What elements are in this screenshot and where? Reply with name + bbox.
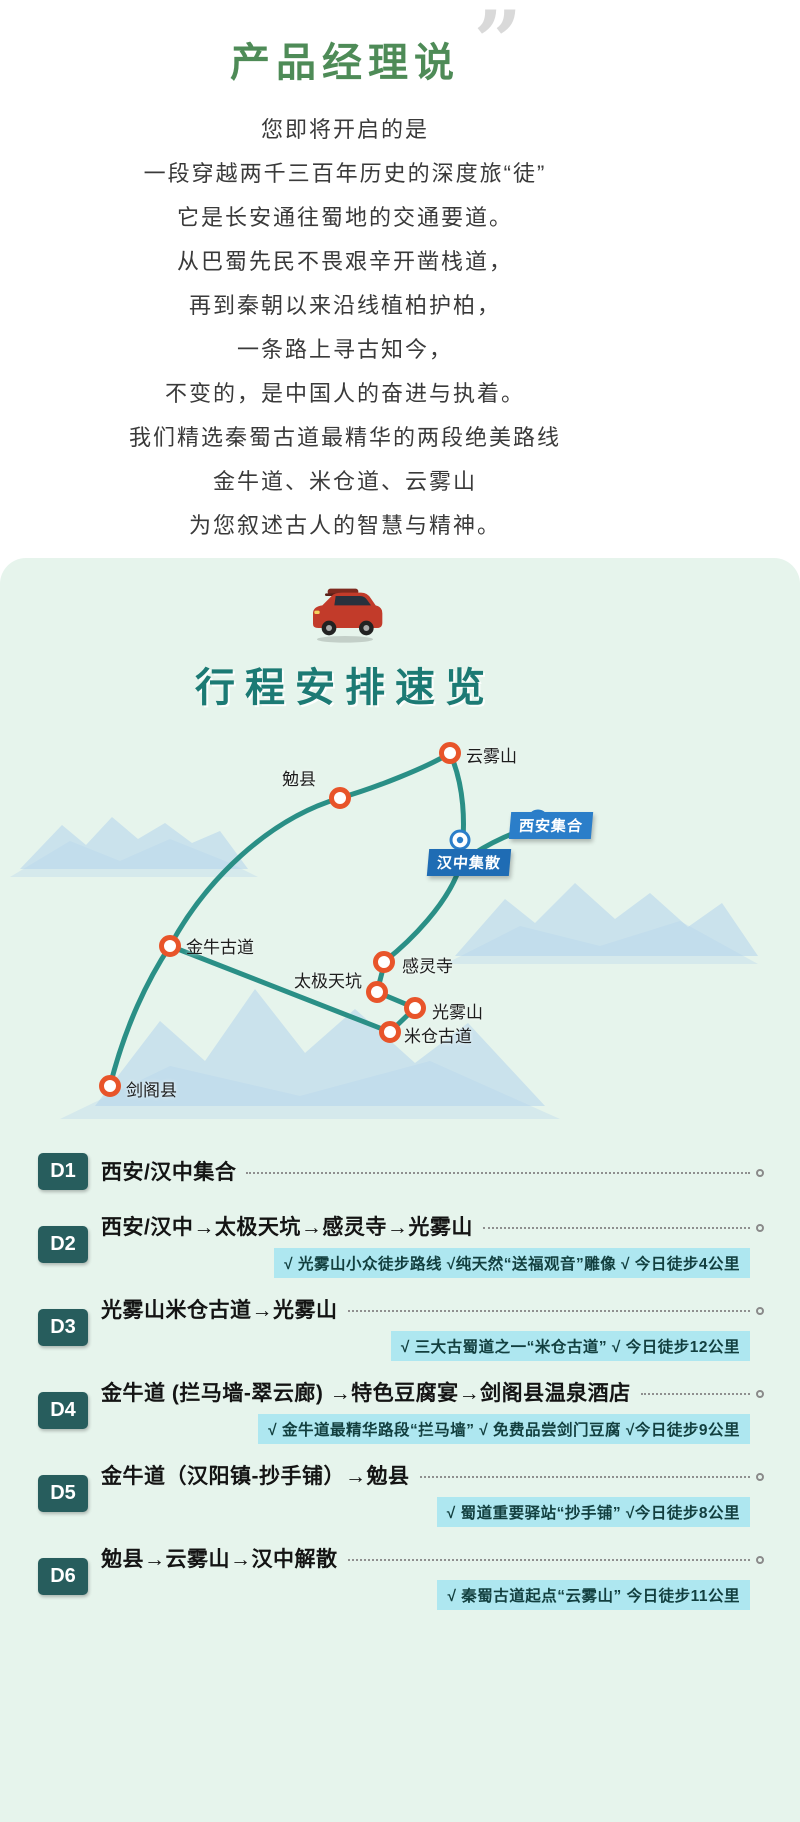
itinerary-day-row: D3 光雾山米仓古道→光雾山 √ 三大古蜀道之一“米仓古道” √ 今日徒步12公… <box>38 1294 764 1361</box>
marker-mianxian <box>329 787 351 809</box>
day-highlight: √ 秦蜀古道起点“云雾山” 今日徒步11公里 <box>437 1580 750 1610</box>
day-title: 勉县→云雾山→汉中解散 <box>101 1548 338 1571</box>
mountains <box>10 817 758 1119</box>
map-label-jinniu: 金牛古道 <box>186 938 254 957</box>
day-main: 勉县→云雾山→汉中解散 √ 秦蜀古道起点“云雾山” 今日徒步11公里 <box>101 1543 764 1610</box>
day-title: 光雾山米仓古道→光雾山 <box>101 1299 338 1322</box>
day-main: 金牛道 (拦马墙-翠云廊) →特色豆腐宴→剑阁县温泉酒店 √ 金牛道最精华路段“… <box>101 1377 764 1444</box>
intro-line: 一条路上寻古知今， <box>236 337 453 362</box>
day-highlight-row: √ 三大古蜀道之一“米仓古道” √ 今日徒步12公里 <box>101 1331 764 1361</box>
marker-jiange <box>99 1075 121 1097</box>
day-title: 金牛道 (拦马墙-翠云廊) →特色豆腐宴→剑阁县温泉酒店 <box>101 1382 631 1405</box>
leader-end-dot <box>756 1473 764 1481</box>
day-title-row: 西安/汉中→太极天坑→感灵寺→光雾山 <box>101 1211 764 1241</box>
intro-line: 从巴蜀先民不畏艰辛开凿栈道， <box>176 249 513 274</box>
day-badge: D2 <box>38 1226 88 1263</box>
itinerary-day-row: D4 金牛道 (拦马墙-翠云廊) →特色豆腐宴→剑阁县温泉酒店 √ 金牛道最精华… <box>38 1377 764 1444</box>
intro-lines: 您即将开启的是一段穿越两千三百年历史的深度旅“徒” 它是长安通往蜀地的交通要道。从… <box>0 108 690 548</box>
leader-end-dot <box>756 1390 764 1398</box>
day-title: 西安/汉中→太极天坑→感灵寺→光雾山 <box>101 1216 473 1239</box>
itinerary-day-row: D1 西安/汉中集合 <box>38 1147 764 1195</box>
intro-line: 我们精选秦蜀古道最精华的两段绝美路线 <box>128 425 561 450</box>
intro-line: 金牛道、米仓道、云雾山 <box>212 469 477 494</box>
leader-end-dot <box>756 1556 764 1564</box>
day-title: 金牛道（汉阳镇-抄手铺）→勉县 <box>101 1465 410 1488</box>
car-icon <box>313 588 383 643</box>
itinerary-overview-title: 行程安排速览 <box>195 666 495 710</box>
day-title-row: 金牛道 (拦马墙-翠云廊) →特色豆腐宴→剑阁县温泉酒店 <box>101 1377 764 1407</box>
day-highlight: √ 三大古蜀道之一“米仓古道” √ 今日徒步12公里 <box>390 1331 750 1361</box>
route-map: 云雾山 勉县 金牛古道 感灵寺 太极天坑 光雾山 米仓古道 剑阁县 西安集合 汉… <box>0 721 760 1133</box>
day-title-row: 光雾山米仓古道→光雾山 <box>101 1294 764 1324</box>
day-title-row: 金牛道（汉阳镇-抄手铺）→勉县 <box>101 1460 764 1490</box>
intro-section: 产品经理说 ” 您即将开启的是一段穿越两千三百年历史的深度旅“徒” 它是长安通往蜀… <box>0 0 690 548</box>
map-label-jiange: 剑阁县 <box>126 1081 177 1100</box>
marker-taiji <box>366 981 388 1003</box>
intro-line: 为您叙述古人的智慧与精神。 <box>188 513 501 538</box>
day-highlight-row: √ 金牛道最精华路段“拦马墙” √ 免费品尝剑门豆腐 √今日徒步9公里 <box>101 1414 764 1444</box>
dotted-leader <box>419 1476 750 1478</box>
day-highlight-row: √ 光雾山小众徒步路线 √纯天然“送福观音”雕像 √ 今日徒步4公里 <box>101 1248 764 1278</box>
day-highlight-row: √ 秦蜀古道起点“云雾山” 今日徒步11公里 <box>101 1580 764 1610</box>
route-map-graphic <box>10 742 758 1119</box>
page-title: 产品经理说 <box>230 41 460 85</box>
dotted-leader <box>482 1227 750 1229</box>
itinerary-day-row: D2 西安/汉中→太极天坑→感灵寺→光雾山 √ 光雾山小众徒步路线 √纯天然“送… <box>38 1211 764 1278</box>
dotted-leader <box>246 1172 750 1174</box>
day-badge: D6 <box>38 1558 88 1595</box>
quote-icon: ” <box>473 0 522 91</box>
day-badge: D3 <box>38 1309 88 1346</box>
intro-line: 您即将开启的是 <box>260 117 429 142</box>
badge-xian-meetup: 西安集合 <box>508 812 594 839</box>
marker-jinniu <box>159 935 181 957</box>
leader-end-dot <box>756 1307 764 1315</box>
map-label-ganlingsi: 感灵寺 <box>402 957 453 976</box>
trip-section: 行程安排速览 <box>0 558 800 1822</box>
route-markers <box>99 742 461 1097</box>
day-highlight: √ 光雾山小众徒步路线 √纯天然“送福观音”雕像 √ 今日徒步4公里 <box>274 1248 750 1278</box>
leader-end-dot <box>756 1224 764 1232</box>
day-title-row: 勉县→云雾山→汉中解散 <box>101 1543 764 1573</box>
map-label-guangwushan: 光雾山 <box>432 1003 483 1022</box>
itinerary-day-row: D6 勉县→云雾山→汉中解散 √ 秦蜀古道起点“云雾山” 今日徒步11公里 <box>38 1543 764 1610</box>
day-highlight-row: √ 蜀道重要驿站“抄手铺” √今日徒步8公里 <box>101 1497 764 1527</box>
map-label-taiji: 太极天坑 <box>294 972 362 991</box>
day-main: 金牛道（汉阳镇-抄手铺）→勉县 √ 蜀道重要驿站“抄手铺” √今日徒步8公里 <box>101 1460 764 1527</box>
badge-hanzhong-dismiss: 汉中集散 <box>426 849 512 876</box>
intro-line: 它是长安通往蜀地的交通要道。 <box>176 205 513 230</box>
compass-icon-hanzhong <box>449 829 471 851</box>
marker-yunwushan <box>439 742 461 764</box>
marker-ganlingsi <box>373 951 395 973</box>
itinerary-list: D1 西安/汉中集合 D2 西安/汉中→太极天坑→感灵寺→光雾山 √ 光雾山小众… <box>0 1147 800 1610</box>
day-badge: D4 <box>38 1392 88 1429</box>
day-highlight: √ 金牛道最精华路段“拦马墙” √ 免费品尝剑门豆腐 √今日徒步9公里 <box>258 1414 750 1444</box>
day-main: 西安/汉中集合 <box>101 1156 764 1186</box>
car-wrap <box>0 584 690 649</box>
dotted-leader <box>640 1393 750 1395</box>
day-badge: D1 <box>38 1152 88 1190</box>
day-title-row: 西安/汉中集合 <box>101 1156 764 1186</box>
intro-line: 不变的，是中国人的奋进与执着。 <box>164 381 525 406</box>
day-main: 光雾山米仓古道→光雾山 √ 三大古蜀道之一“米仓古道” √ 今日徒步12公里 <box>101 1294 764 1361</box>
map-label-yunwushan: 云雾山 <box>466 747 517 766</box>
day-highlight: √ 蜀道重要驿站“抄手铺” √今日徒步8公里 <box>436 1497 750 1527</box>
dotted-leader <box>347 1559 750 1561</box>
intro-line: 一段穿越两千三百年历史的深度旅“徒” <box>143 161 547 186</box>
map-label-micang: 米仓古道 <box>404 1027 472 1046</box>
day-main: 西安/汉中→太极天坑→感灵寺→光雾山 √ 光雾山小众徒步路线 √纯天然“送福观音… <box>101 1211 764 1278</box>
intro-line: 再到秦朝以来沿线植柏护柏， <box>188 293 501 318</box>
leader-end-dot <box>756 1169 764 1177</box>
itinerary-day-row: D5 金牛道（汉阳镇-抄手铺）→勉县 √ 蜀道重要驿站“抄手铺” √今日徒步8公… <box>38 1460 764 1527</box>
day-title: 西安/汉中集合 <box>101 1161 237 1184</box>
day-badge: D5 <box>38 1475 88 1512</box>
intro-title-wrap: 产品经理说 ” <box>230 0 522 88</box>
marker-micang <box>379 1021 401 1043</box>
dotted-leader <box>347 1310 750 1312</box>
marker-guangwushan <box>404 997 426 1019</box>
map-label-mianxian: 勉县 <box>282 770 316 789</box>
